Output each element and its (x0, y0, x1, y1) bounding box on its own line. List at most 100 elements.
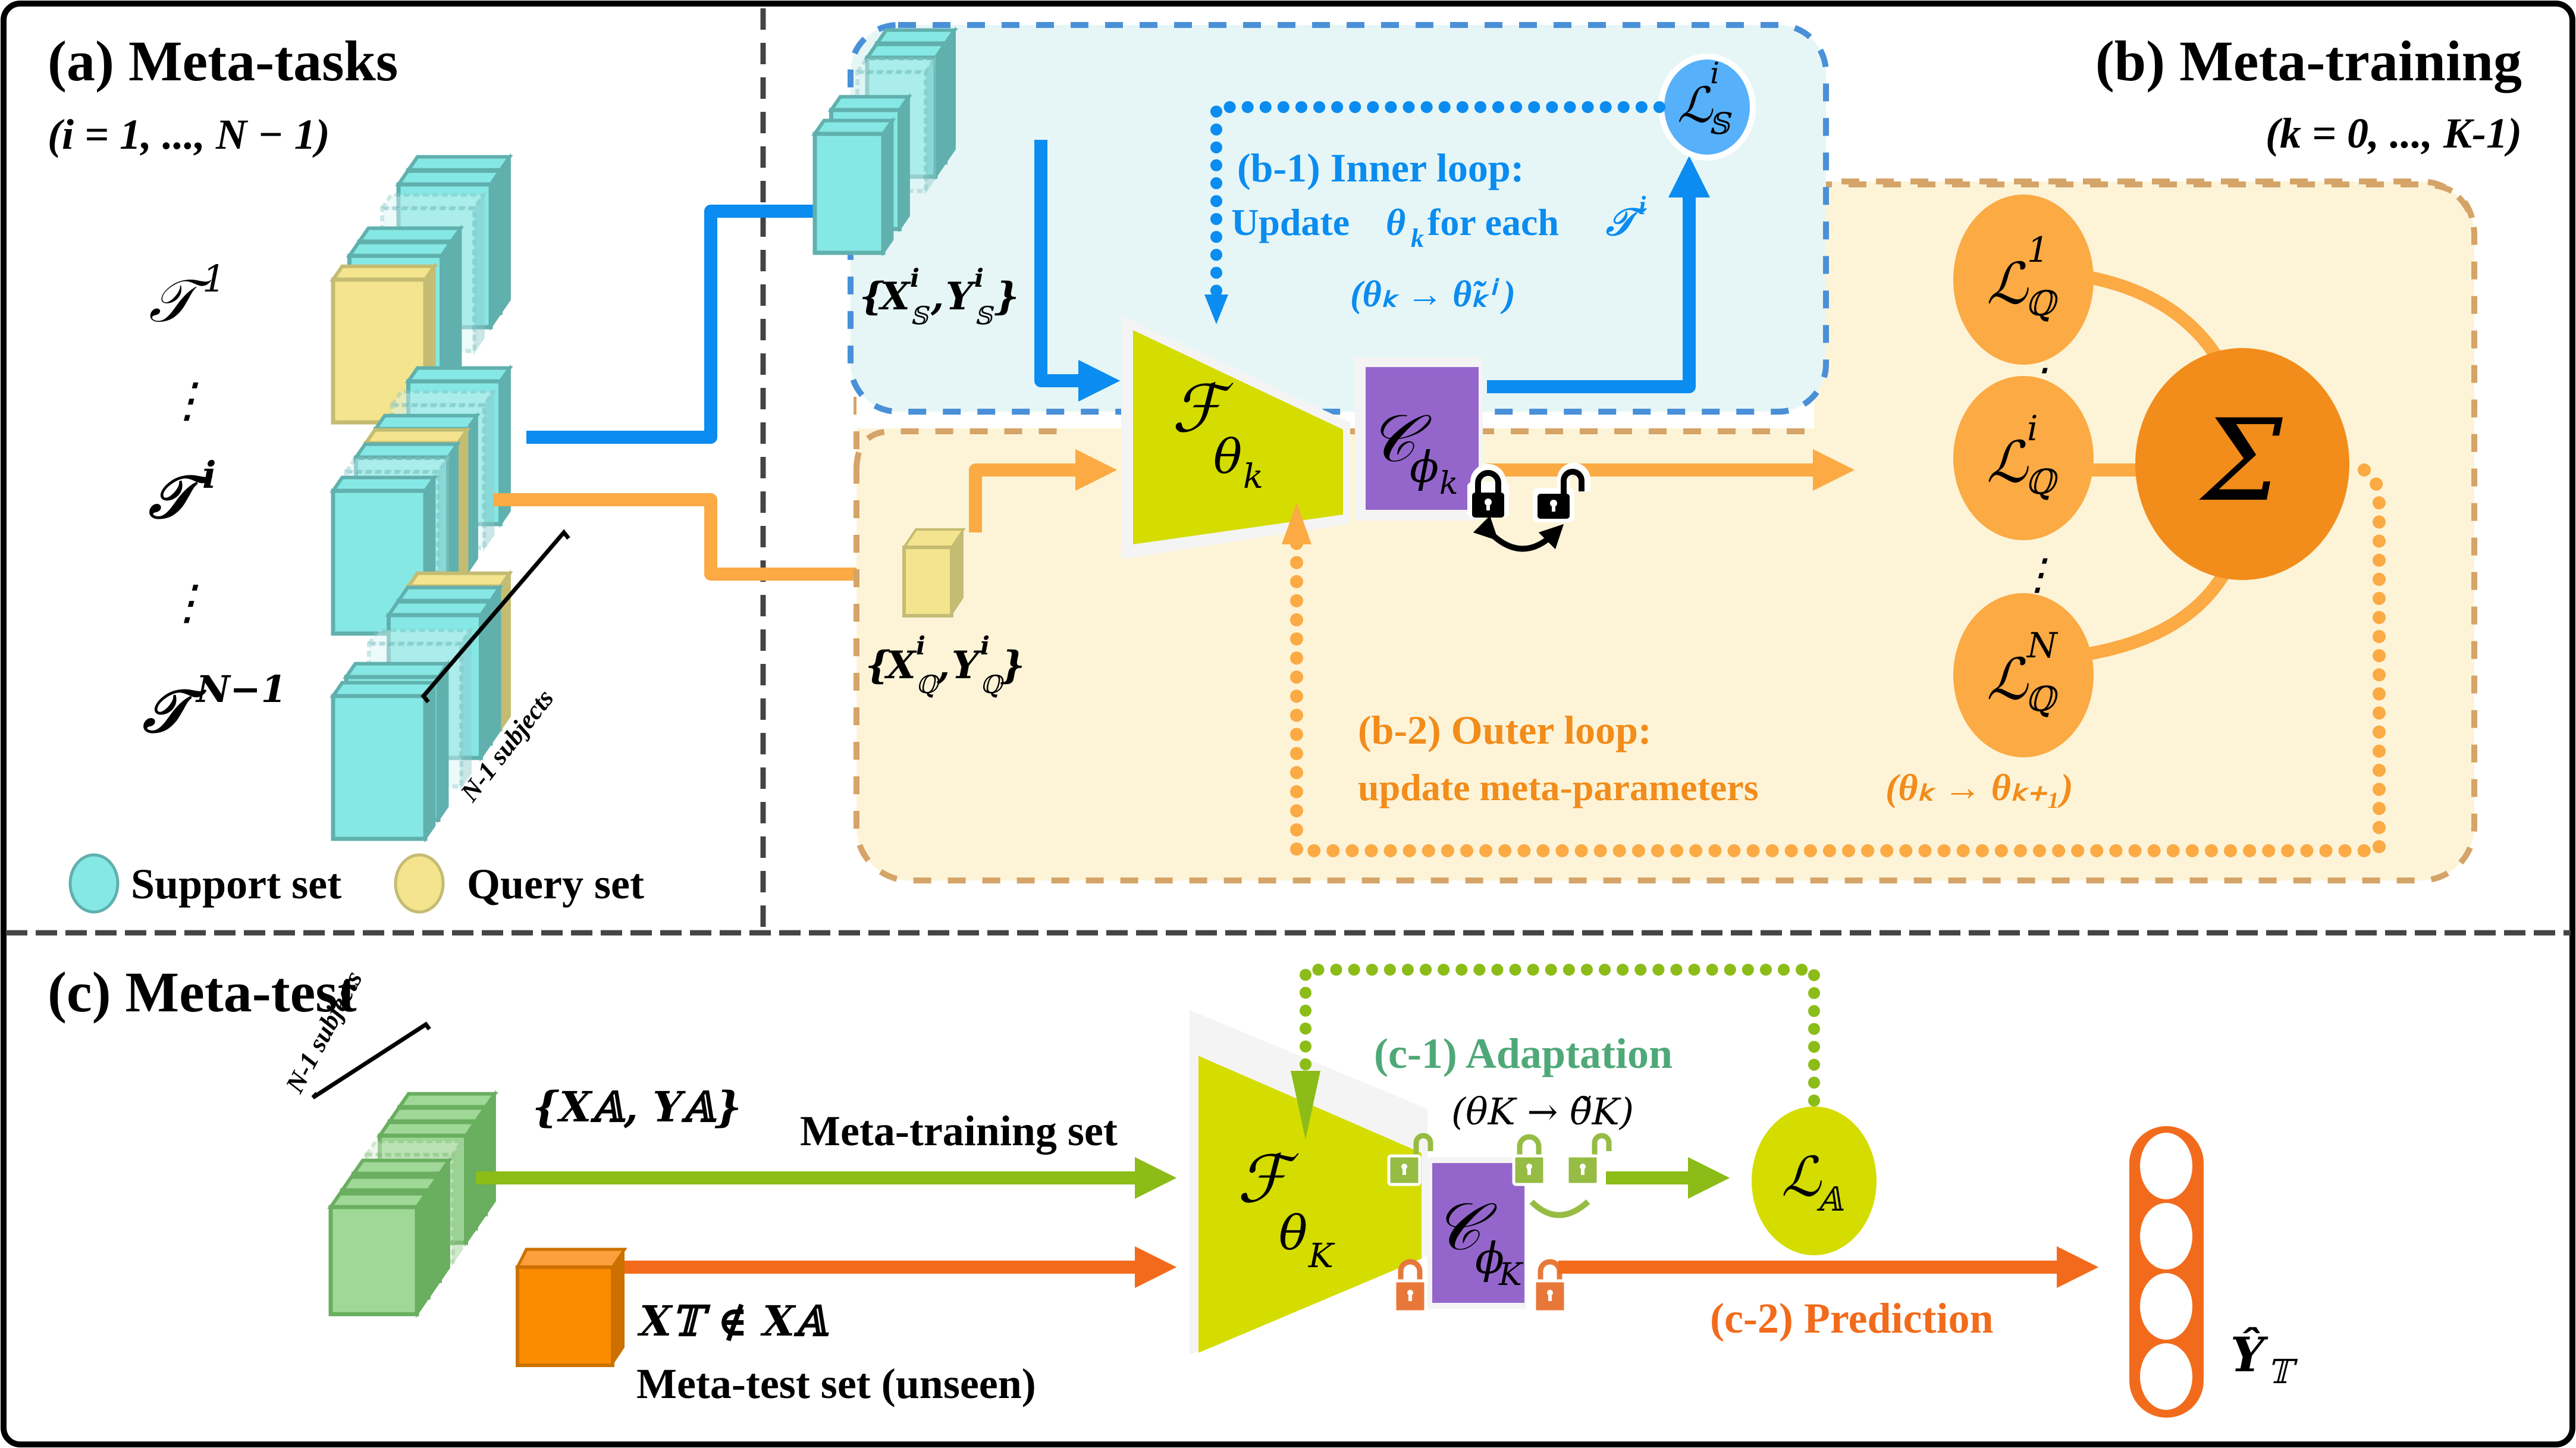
cube-layer (811, 117, 896, 257)
inner-loop-title: (b-1) Inner loop: (1237, 145, 1524, 190)
classifier-sub: ϕ (1410, 442, 1439, 492)
svg-text:for each: for each (1427, 201, 1559, 243)
query-loss-node-i: ℒ i ℚ (1953, 376, 2094, 540)
svg-text:i: i (974, 264, 984, 293)
meta-test-cube (514, 1248, 627, 1367)
svg-text:N−1: N−1 (195, 667, 287, 711)
svg-text:i: i (2027, 408, 2038, 449)
test-data-label: X𝕋 ∉ X𝔸 (637, 1296, 829, 1346)
legend-support: Support set (68, 853, 341, 914)
adaptation-arrowhead (1291, 1071, 1320, 1139)
meta-train-stack (327, 1090, 498, 1318)
inner-loop-formula: (θₖ → θ̃ₖⁱ ) (1350, 274, 1516, 315)
task-stack-1 (330, 153, 513, 427)
inner-loop-line2: Update θ k for each 𝒯 i (1231, 191, 1647, 253)
svg-text:Ŷ: Ŷ (2230, 1327, 2268, 1383)
lock-open-green-2 (1565, 1133, 1612, 1186)
loss-adapt-node: ℒ 𝔸 (1752, 1107, 1877, 1255)
encoder-c-sub: θ (1279, 1205, 1307, 1261)
classifier-to-loss-support-arrow (1487, 155, 1711, 393)
support-set-swatch (68, 853, 120, 914)
encoder-meta-test: ℱ θ K (1190, 1010, 1427, 1355)
swap-arrow-icon (1473, 515, 1564, 552)
svg-text:,: , (936, 643, 950, 688)
query-to-encoder-arrow (969, 449, 1118, 532)
inner-loop-feedback (1210, 101, 1665, 297)
svg-text:ℚ: ℚ (980, 670, 1005, 699)
query-data-label: { X i ℚ , Y i ℚ } (865, 631, 1025, 699)
svg-text:ℚ: ℚ (2025, 679, 2059, 719)
panel-b: (b) Meta-training (k = 0, ..., K-1) { X … (811, 22, 2522, 883)
outer-loop-title: (b-2) Outer loop: (1358, 707, 1652, 753)
panel-a-title: (a) Meta-tasks (48, 29, 398, 93)
query-data-cube (902, 528, 966, 618)
output-unit (2140, 1273, 2192, 1340)
classifier-c-subsub: K (1498, 1257, 1524, 1293)
inner-loop-arrowhead (1204, 294, 1228, 324)
panel-c-title: (c) Meta-test (48, 960, 357, 1024)
svg-text:ℒ: ℒ (1987, 429, 2029, 496)
support-data-label: { X i 𝕊 , Y i 𝕊 } (859, 264, 1019, 330)
svg-text:Update: Update (1231, 201, 1350, 243)
lock-closed-icon (1467, 464, 1509, 518)
loss-support-node: ℒ i 𝕊 (1658, 54, 1756, 161)
svg-text:i: i (980, 631, 990, 660)
panel-b-title: (b) Meta-training (2095, 29, 2522, 93)
task-ellipsis-1: ⋮ (164, 372, 211, 428)
support-down-arrow (1034, 140, 1121, 402)
lock-open-icon (1533, 463, 1590, 522)
svg-text:1: 1 (2027, 230, 2049, 270)
svg-text:𝕊: 𝕊 (910, 301, 930, 330)
output-unit (2140, 1203, 2192, 1270)
cube-layer (327, 1190, 430, 1318)
outer-loop-line2: update meta-parameters (θₖ → θₖ₊₁) (1358, 766, 2073, 808)
svg-text:Y: Y (946, 274, 976, 319)
svg-text:,: , (930, 274, 944, 319)
query-loss-node-1: ℒ 1 ℚ (1953, 195, 2094, 365)
classifier-c-sub: ϕ (1475, 1233, 1504, 1283)
svg-text:i: i (1710, 56, 1720, 90)
query-set-swatch (394, 853, 445, 914)
query-loss-node-n: ℒ N ℚ (1953, 593, 2094, 757)
svg-text:ℚ: ℚ (2025, 283, 2059, 324)
sum-symbol: Σ (2199, 395, 2283, 526)
support-data-stack (811, 26, 958, 257)
svg-text:ℚ: ℚ (916, 670, 940, 699)
svg-text:ℚ: ℚ (2025, 462, 2059, 502)
svg-text:θ: θ (1386, 201, 1405, 243)
swap-arrow-green-icon (1529, 1199, 1590, 1218)
svg-text:i: i (916, 631, 925, 660)
outer-loop-feedback (1290, 463, 2386, 857)
svg-text:1: 1 (202, 257, 225, 300)
train-data-label: {X𝔸, Y𝔸} (532, 1082, 742, 1132)
query-loss-ellipsis-2: ⋮ (2016, 549, 2059, 599)
classifier-subsub: k (1439, 466, 1458, 502)
svg-text:{: { (859, 274, 884, 319)
subjects-bracket (421, 529, 570, 704)
svg-text:k: k (1411, 224, 1424, 253)
svg-text:X: X (884, 643, 917, 688)
lock-open-green-1 (1387, 1133, 1433, 1186)
outer-loop-arrowhead (1282, 503, 1311, 544)
lock-closed-orange-2 (1533, 1259, 1567, 1314)
query-set-label: Query set (467, 860, 644, 908)
svg-text:(θₖ → θₖ₊₁): (θₖ → θₖ₊₁) (1885, 766, 2073, 808)
sum-node: Σ (2135, 348, 2349, 580)
prediction-title: (c-2) Prediction (1710, 1295, 1994, 1342)
svg-text:Y: Y (952, 643, 982, 688)
cube-layer (330, 679, 438, 843)
task-label-i: 𝒯 i (148, 453, 217, 532)
svg-text:𝕊: 𝕊 (974, 301, 994, 330)
encoder-sub: θ (1213, 429, 1242, 484)
panel-a-range: (i = 1, ..., N − 1) (48, 111, 330, 158)
panel-c: (c) Meta-test N-1 subjects {X𝔸, Y𝔸} Meta… (48, 960, 2298, 1418)
svg-text:i: i (1639, 191, 1646, 220)
svg-text:𝕊: 𝕊 (1708, 106, 1732, 141)
encoder-meta-train: ℱ θ k (1121, 315, 1350, 559)
svg-text:𝔸: 𝔸 (1816, 1180, 1844, 1219)
adaptation-formula: (θK → θ̃K) (1451, 1090, 1634, 1133)
output-unit (2140, 1343, 2192, 1410)
svg-text:ℒ: ℒ (1987, 646, 2029, 713)
svg-text:ℒ: ℒ (1987, 250, 2029, 317)
